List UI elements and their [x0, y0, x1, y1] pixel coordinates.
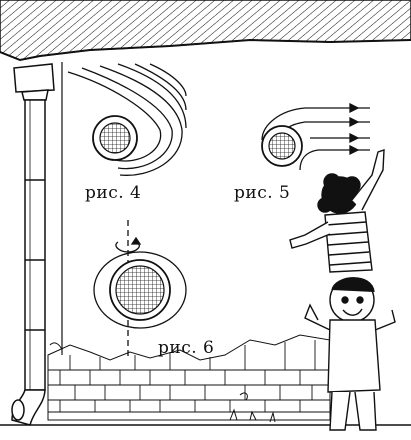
figure-5-label: рис. 5 — [234, 183, 291, 203]
children-icon — [289, 149, 396, 431]
figure-6-diagram — [93, 220, 187, 360]
figure-6-label: рис. 6 — [158, 338, 215, 358]
figure-4-label: рис. 4 — [85, 183, 142, 203]
figure-4-diagram — [67, 63, 187, 176]
roof-icon — [0, 0, 411, 62]
ground-details — [49, 342, 248, 401]
figure-5-diagram — [261, 102, 370, 171]
